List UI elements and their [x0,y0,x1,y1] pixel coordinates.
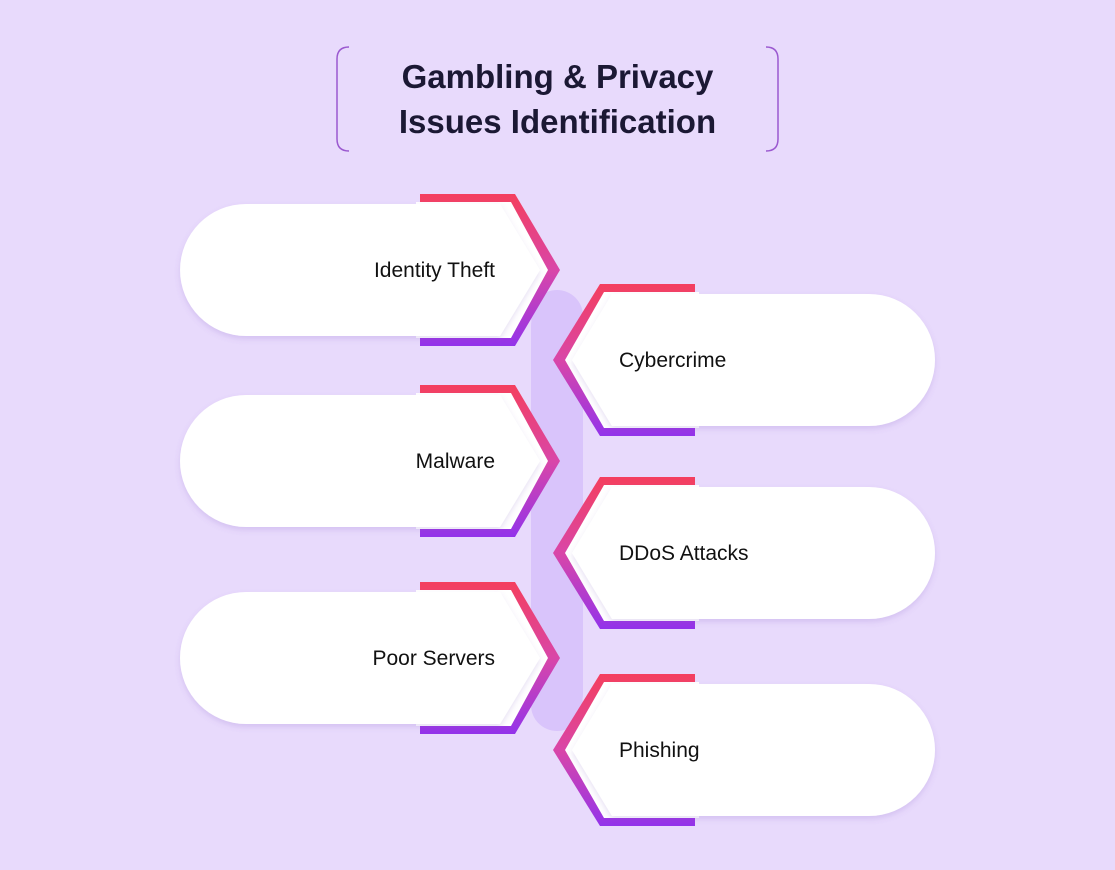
title-bracket-right [765,46,779,152]
title-line-1: Gambling & Privacy [401,58,714,95]
title-box: Gambling & Privacy Issues Identification [335,45,780,153]
connector-spine [531,300,583,720]
item-label-phishing: Phishing [619,739,700,762]
item-node [180,194,560,346]
item-pill [180,204,540,336]
item-pill [180,592,540,724]
item-label-identity-theft: Identity Theft [373,259,495,282]
title-bracket-left [336,46,350,152]
item-node [553,674,935,826]
item-label-malware: Malware [415,450,495,473]
item-node [180,385,560,537]
items-layer [180,194,935,826]
connector-layer [531,290,583,731]
item-node [553,284,935,436]
item-label-poor-servers: Poor Servers [372,647,495,670]
item-node [553,477,935,629]
item-node [180,582,560,734]
title-line-2: Issues Identification [398,103,717,140]
item-pill [572,487,935,619]
item-pill [572,684,935,816]
item-pill [572,294,935,426]
item-label-ddos-attacks: DDoS Attacks [619,542,749,565]
item-label-cybercrime: Cybercrime [619,349,727,372]
item-pill [180,395,540,527]
